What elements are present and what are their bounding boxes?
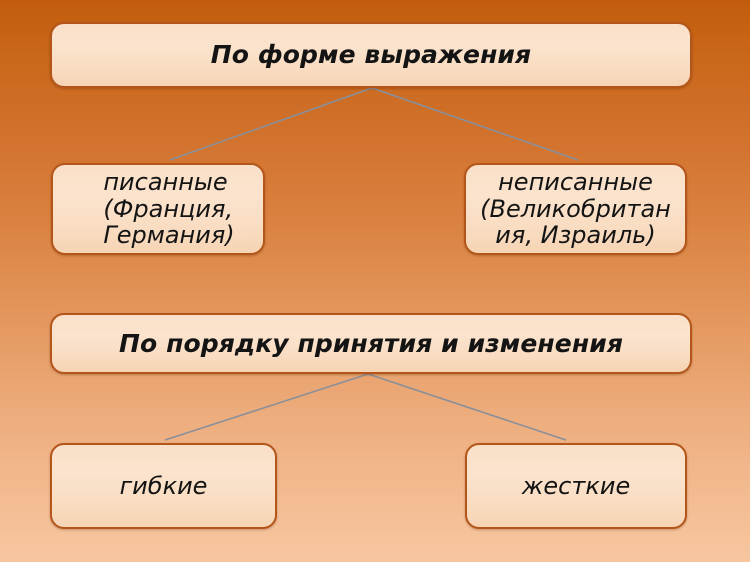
connector-form-to-written bbox=[169, 87, 373, 161]
connector-order-to-rigid bbox=[367, 373, 567, 441]
node-unwritten-constitutions: неписанные (Великобритан ия, Израиль) bbox=[464, 163, 687, 255]
connector-order-to-flexible bbox=[164, 373, 369, 441]
node-label: жесткие bbox=[521, 471, 631, 500]
node-written-constitutions: писанные (Франция, Германия) bbox=[51, 163, 265, 255]
node-label: неписанные (Великобритан ия, Израиль) bbox=[480, 167, 671, 250]
connector-form-to-unwritten bbox=[371, 87, 579, 161]
node-form-of-expression-header: По форме выражения bbox=[50, 22, 692, 88]
node-label: По форме выражения bbox=[210, 40, 532, 69]
node-label: По порядку принятия и изменения bbox=[119, 328, 623, 358]
node-rigid-constitutions: жесткие bbox=[465, 443, 687, 529]
node-label: писанные (Франция, Германия) bbox=[103, 167, 235, 250]
node-flexible-constitutions: гибкие bbox=[50, 443, 277, 529]
node-order-of-adoption-header: По порядку принятия и изменения bbox=[50, 313, 692, 374]
node-label: гибкие bbox=[119, 471, 208, 500]
